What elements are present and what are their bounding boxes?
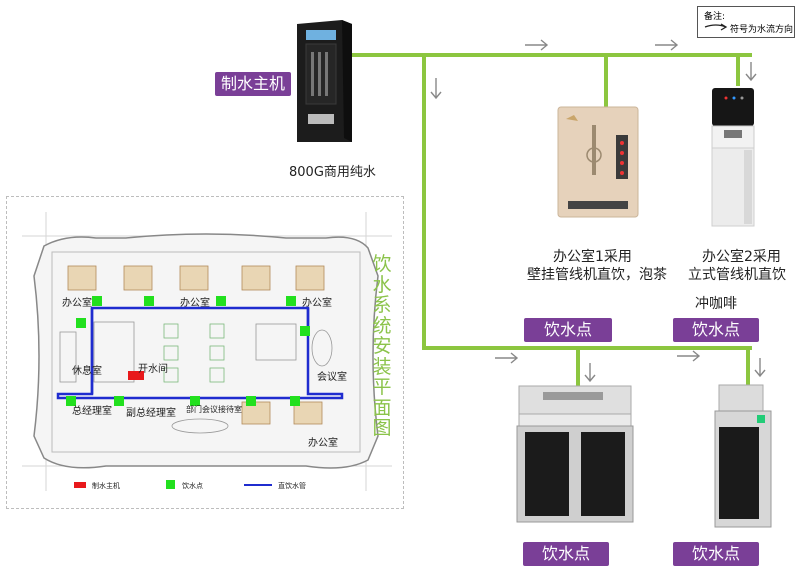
wall-unit-desc-line1: 办公室1采用 bbox=[553, 249, 632, 265]
legend-pipe: 直饮水管 bbox=[278, 482, 306, 490]
main-unit-badge: 制水主机 bbox=[215, 72, 291, 96]
standing-unit-desc-line3: 冲咖啡 bbox=[695, 296, 737, 312]
wall-unit-desc-line2: 壁挂管线机直饮，泡茶 bbox=[527, 267, 667, 283]
arrow-down-small-boiler bbox=[754, 358, 766, 378]
wall-mounted-dispenser-image bbox=[557, 106, 639, 218]
legend-drink-point: 饮水点 bbox=[182, 482, 203, 490]
note-title: 备注: bbox=[704, 12, 726, 22]
arrow-down-main bbox=[430, 78, 442, 100]
arrow-right-low-2 bbox=[677, 350, 701, 362]
main-unit-capacity: 800G商用纯水 bbox=[289, 165, 376, 180]
room-deputy-gm-office: 副总经理室 bbox=[126, 408, 176, 419]
room-office-top-mid: 办公室 bbox=[180, 298, 210, 309]
drink-point-badge-big-boiler: 饮水点 bbox=[523, 542, 609, 566]
arrow-right-low-1 bbox=[495, 352, 519, 364]
drink-point-badge-small-boiler: 饮水点 bbox=[673, 542, 759, 566]
arrow-right-top-1 bbox=[525, 39, 549, 51]
room-gm-office: 总经理室 bbox=[72, 406, 112, 417]
room-office-top-right: 办公室 bbox=[302, 298, 332, 309]
plan-main-unit-marker bbox=[128, 371, 144, 380]
standing-unit-desc-line2: 立式管线机直饮 bbox=[688, 267, 786, 283]
flow-direction-note: 备注: 符号为水流方向 bbox=[697, 6, 795, 38]
water-purifier-cabinet-image bbox=[297, 20, 352, 142]
arrow-down-big-boiler bbox=[584, 363, 596, 383]
drink-point-badge-standing: 饮水点 bbox=[673, 318, 759, 342]
room-office-top-left: 办公室 bbox=[62, 298, 92, 309]
arrow-right-top-2 bbox=[655, 39, 679, 51]
room-boiler: 开水间 bbox=[138, 364, 168, 375]
note-text: 符号为水流方向 bbox=[730, 25, 794, 35]
room-office-bottom-right: 办公室 bbox=[308, 438, 338, 449]
legend-main-unit: 制水主机 bbox=[92, 482, 120, 490]
room-meeting: 会议室 bbox=[317, 372, 347, 383]
arrow-down-standing bbox=[745, 62, 757, 82]
room-lounge: 休息室 bbox=[72, 366, 102, 377]
drink-point-badge-wall: 饮水点 bbox=[524, 318, 612, 342]
floor-plan-title: 饮水系统安装平面图 bbox=[372, 253, 392, 439]
single-boiler-image bbox=[714, 384, 772, 528]
standing-unit-desc-line1: 办公室2采用 bbox=[702, 249, 781, 265]
flow-arrow-icon bbox=[704, 23, 728, 31]
double-boiler-image bbox=[516, 385, 634, 523]
standing-dispenser-image bbox=[711, 88, 755, 227]
room-dept-meeting: 部门会议接待室 bbox=[186, 405, 242, 414]
floor-plan-drawing bbox=[22, 212, 392, 491]
